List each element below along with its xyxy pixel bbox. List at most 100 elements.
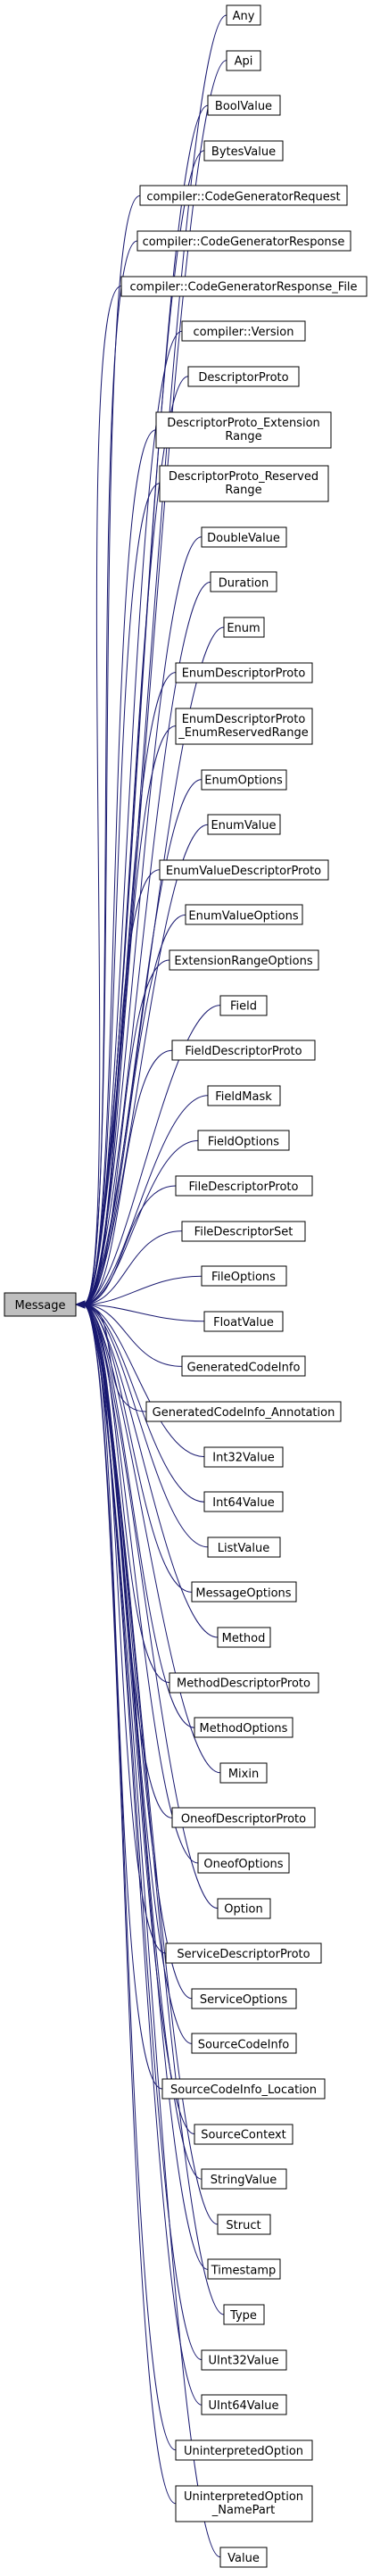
node-uint32value-label: UInt32Value <box>209 2355 279 2368</box>
node-int32value[interactable]: Int32Value <box>203 1446 284 1468</box>
node-methoddescriptorproto[interactable]: MethodDescriptorProto <box>169 1672 319 1694</box>
node-extensionrangeoptions[interactable]: ExtensionRangeOptions <box>169 949 319 971</box>
node-doublevalue-box <box>201 526 287 548</box>
node-boolvalue[interactable]: BoolValue <box>207 95 281 116</box>
node-bytesvalue-label: BytesValue <box>211 145 276 159</box>
node-enum[interactable]: Enum <box>223 617 265 638</box>
node-compiler-codegeneratorresponse[interactable]: compiler::CodeGeneratorResponse <box>136 230 351 252</box>
node-compiler-codegeneratorrequest[interactable]: compiler::CodeGeneratorRequest <box>139 185 348 206</box>
node-message[interactable]: Message <box>4 1292 77 1317</box>
node-listvalue[interactable]: ListValue <box>207 1536 281 1558</box>
node-sourcecodeinfo[interactable]: SourceCodeInfo <box>191 2033 297 2054</box>
node-oneofdescriptorproto[interactable]: OneofDescriptorProto <box>171 1807 316 1828</box>
node-type[interactable]: Type <box>223 2304 265 2325</box>
node-uninterpretedoption-namepart[interactable]: UninterpretedOption_NamePart <box>175 2485 313 2522</box>
edge-fieldmask <box>82 1095 209 1305</box>
node-struct[interactable]: Struct <box>217 2214 271 2235</box>
node-bytesvalue[interactable]: BytesValue <box>203 140 284 162</box>
node-serviceoptions[interactable]: ServiceOptions <box>191 1988 297 2009</box>
node-servicedescriptorproto-label: ServiceDescriptorProto <box>177 1948 310 1961</box>
node-fieldmask[interactable]: FieldMask <box>207 1085 281 1106</box>
node-enumvalueoptions[interactable]: EnumValueOptions <box>185 904 303 925</box>
node-mixin[interactable]: Mixin <box>219 1762 268 1784</box>
node-option[interactable]: Option <box>217 1898 271 1919</box>
node-value[interactable]: Value <box>219 2547 268 2568</box>
node-method-box <box>217 1627 271 1648</box>
node-generatedcodeinfo[interactable]: GeneratedCodeInfo <box>181 1355 306 1377</box>
node-descriptorproto-reserved-range[interactable]: DescriptorProto_ReservedRange <box>159 465 329 502</box>
node-method[interactable]: Method <box>217 1627 271 1648</box>
node-compiler-codegeneratorresponse-file[interactable]: compiler::CodeGeneratorResponse_File <box>120 276 368 297</box>
node-method-label: Method <box>222 1632 266 1645</box>
node-oneofoptions-box <box>197 1852 290 1874</box>
node-descriptorproto-extension-range[interactable]: DescriptorProto_ExtensionRange <box>155 411 332 449</box>
node-fileoptions-label: FileOptions <box>211 1271 276 1284</box>
edge-struct <box>82 1304 219 2225</box>
edge-fieldoptions <box>82 1139 199 1305</box>
node-stringvalue[interactable]: StringValue <box>201 2168 287 2190</box>
node-compiler-version[interactable]: compiler::Version <box>181 320 306 342</box>
node-enumvaluedescriptorproto[interactable]: EnumValueDescriptorProto <box>159 859 329 881</box>
node-fieldoptions[interactable]: FieldOptions <box>197 1130 290 1151</box>
node-methodoptions[interactable]: MethodOptions <box>194 1717 293 1738</box>
node-bytesvalue-box <box>203 140 284 162</box>
node-duration[interactable]: Duration <box>210 571 277 592</box>
node-enumvalue[interactable]: EnumValue <box>207 814 281 835</box>
node-descriptorproto[interactable]: DescriptorProto <box>187 366 300 387</box>
node-api[interactable]: Api <box>226 50 261 71</box>
node-sourcecontext[interactable]: SourceContext <box>194 2124 293 2145</box>
node-uint64value[interactable]: UInt64Value <box>201 2394 287 2415</box>
edge-uninterpretedoption <box>82 1304 177 2451</box>
edge-sourcecodeinfo <box>82 1304 193 2044</box>
node-floatvalue-label: FloatValue <box>213 1316 274 1329</box>
node-sourcecodeinfo-label: SourceCodeInfo <box>198 2038 290 2051</box>
node-compiler-codegeneratorrequest-label: compiler::CodeGeneratorRequest <box>146 190 340 203</box>
node-filedescriptorproto[interactable]: FileDescriptorProto <box>175 1175 313 1197</box>
node-extensionrangeoptions-label: ExtensionRangeOptions <box>174 955 312 968</box>
node-doublevalue-label: DoubleValue <box>207 532 280 545</box>
node-fielddescriptorproto-label: FieldDescriptorProto <box>185 1045 302 1058</box>
node-filedescriptorset[interactable]: FileDescriptorSet <box>181 1221 306 1242</box>
node-servicedescriptorproto[interactable]: ServiceDescriptorProto <box>165 1942 322 1964</box>
node-extensionrangeoptions-box <box>169 949 319 971</box>
edge-filedescriptorset <box>82 1230 183 1305</box>
edge-oneofdescriptorproto <box>82 1304 173 1818</box>
node-compiler-codegeneratorresponse-file-box <box>120 276 368 297</box>
node-compiler-codegeneratorrequest-box <box>139 185 348 206</box>
node-generatedcodeinfo-label: GeneratedCodeInfo <box>187 1361 301 1374</box>
node-uninterpretedoption-namepart-box <box>175 2485 313 2522</box>
node-oneofoptions[interactable]: OneofOptions <box>197 1852 290 1874</box>
node-fileoptions[interactable]: FileOptions <box>201 1265 287 1287</box>
node-enumdescriptorproto[interactable]: EnumDescriptorProto <box>175 662 313 683</box>
node-messageoptions[interactable]: MessageOptions <box>191 1581 297 1603</box>
node-floatvalue[interactable]: FloatValue <box>203 1311 284 1332</box>
node-timestamp[interactable]: Timestamp <box>207 2258 281 2280</box>
node-fielddescriptorproto[interactable]: FieldDescriptorProto <box>171 1040 316 1061</box>
node-uninterpretedoption-namepart-label: UninterpretedOption <box>184 2490 303 2504</box>
node-sourcecodeinfo-box <box>191 2033 297 2054</box>
node-filedescriptorproto-box <box>175 1175 313 1197</box>
node-uint32value[interactable]: UInt32Value <box>201 2349 287 2371</box>
edge-field <box>82 1005 221 1305</box>
node-any-box <box>226 4 261 26</box>
node-enumdescriptorproto-enumreservedrange[interactable]: EnumDescriptorProto_EnumReservedRange <box>175 708 313 745</box>
node-duration-box <box>210 571 277 592</box>
node-uninterpretedoption[interactable]: UninterpretedOption <box>175 2439 313 2461</box>
edge-fileoptions <box>82 1275 203 1305</box>
node-message-box <box>4 1292 77 1317</box>
node-any[interactable]: Any <box>226 4 261 26</box>
node-option-box <box>217 1898 271 1919</box>
edge-descriptorproto-extension-range <box>82 429 157 1305</box>
node-fielddescriptorproto-box <box>171 1040 316 1061</box>
node-generatedcodeinfo-annotation[interactable]: GeneratedCodeInfo_Annotation <box>145 1401 342 1422</box>
node-serviceoptions-box <box>191 1988 297 2009</box>
arrowhead <box>74 1300 86 1309</box>
node-field[interactable]: Field <box>219 995 268 1016</box>
node-enumdescriptorproto-box <box>175 662 313 683</box>
node-sourcecodeinfo-location[interactable]: SourceCodeInfo_Location <box>161 2078 326 2100</box>
node-doublevalue[interactable]: DoubleValue <box>201 526 287 548</box>
node-serviceoptions-label: ServiceOptions <box>200 1993 287 2007</box>
node-int64value[interactable]: Int64Value <box>203 1491 284 1512</box>
edge-listvalue <box>82 1304 209 1548</box>
node-enumoptions[interactable]: EnumOptions <box>201 769 287 791</box>
